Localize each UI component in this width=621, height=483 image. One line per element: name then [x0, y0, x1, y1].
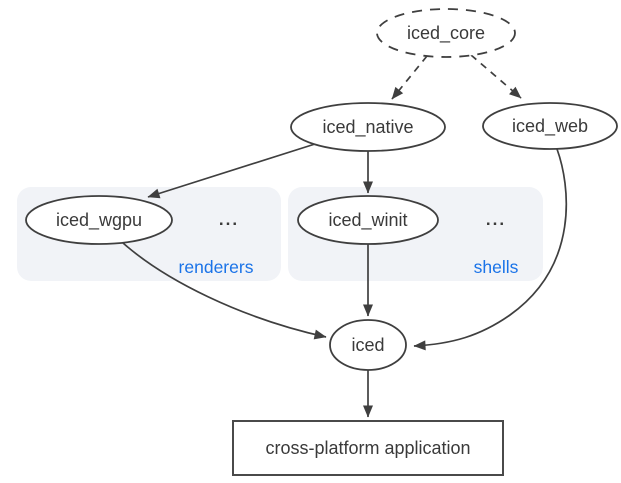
node-iced-web: iced_web [482, 102, 618, 150]
node-iced-core-label: iced_core [407, 23, 485, 44]
node-iced-wgpu-label: iced_wgpu [56, 210, 142, 231]
node-iced-native-label: iced_native [322, 117, 413, 138]
node-iced-core: iced_core [376, 8, 516, 58]
edge-wgpu-to-iced [122, 242, 327, 340]
node-iced-label: iced [351, 335, 384, 355]
node-iced-winit: iced_winit [297, 195, 439, 245]
node-iced-winit-label: iced_winit [328, 210, 407, 231]
node-iced-native: iced_native [290, 102, 446, 152]
group-shells-label: shells [474, 257, 519, 277]
node-iced: iced [329, 319, 407, 371]
edge-core-to-web [470, 54, 522, 99]
renderers-ellipsis: ... [219, 210, 239, 229]
shells-ellipsis: ... [486, 210, 506, 229]
node-iced-web-label: iced_web [512, 116, 588, 137]
edge-native-to-wgpu [147, 143, 316, 199]
node-cross-platform-application: cross-platform application [232, 420, 504, 476]
node-iced-wgpu: iced_wgpu [25, 195, 173, 245]
group-renderers-label: renderers [179, 257, 254, 277]
node-app-label: cross-platform application [265, 438, 470, 458]
edge-web-to-iced [413, 148, 568, 351]
edge-core-to-native [391, 55, 428, 100]
